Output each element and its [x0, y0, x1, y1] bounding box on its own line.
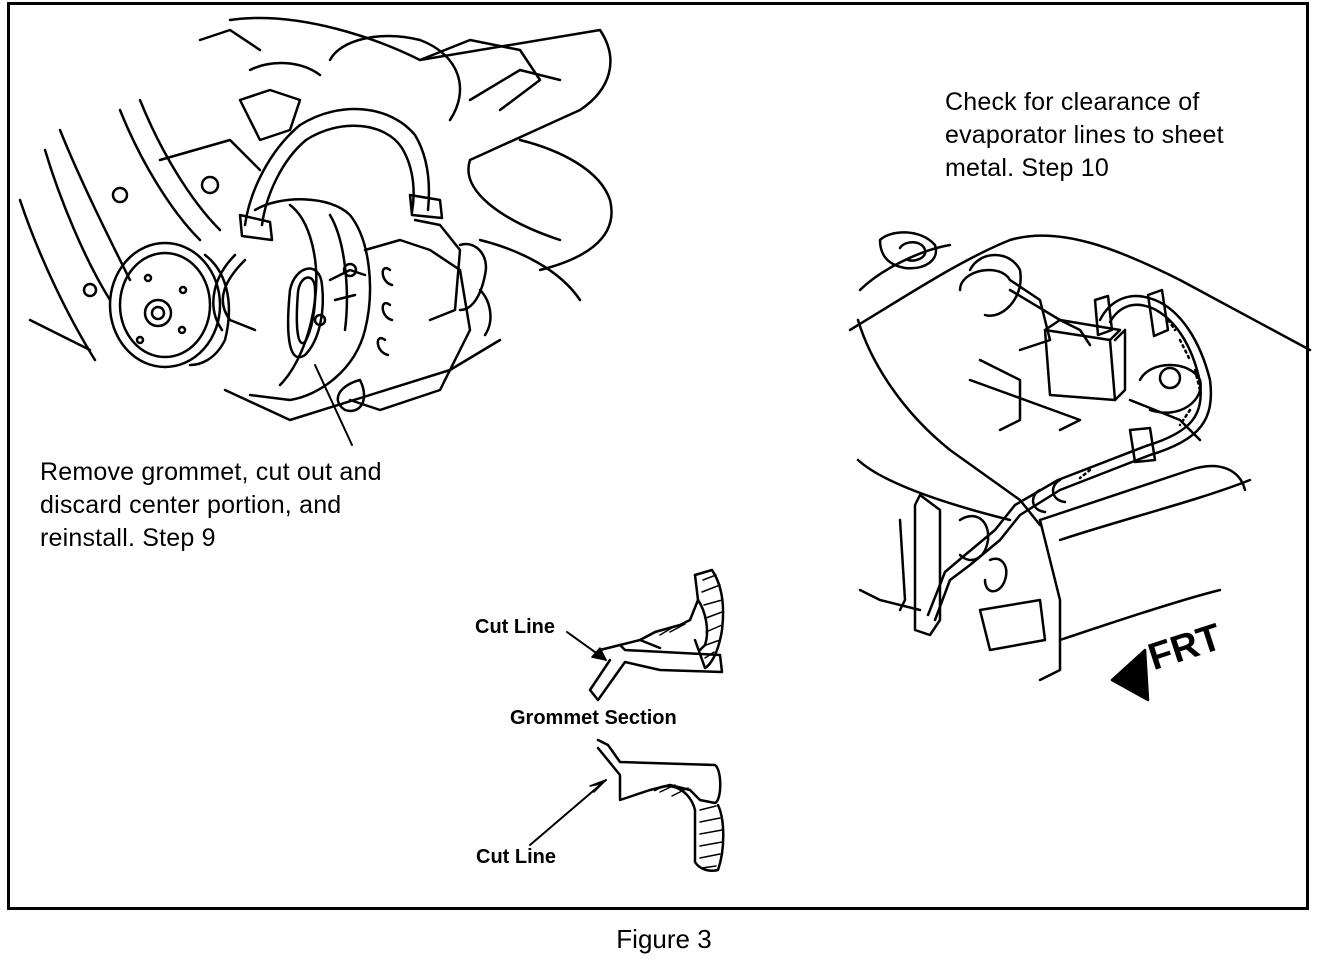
step10-callout: Check for clearance of evaporator lines …: [945, 88, 1224, 182]
step9-callout: Remove grommet, cut out and discard cent…: [40, 458, 382, 552]
cut-line-bottom-label: Cut Line: [476, 846, 556, 868]
compressor-illustration: [18, 16, 613, 446]
grommet-section-drawing: [529, 568, 725, 872]
evaporator-illustration: [848, 231, 1312, 702]
cut-line-top-label: Cut Line: [475, 616, 555, 638]
figure-frame: [7, 2, 1309, 910]
grommet-section-label: Grommet Section: [510, 707, 677, 729]
figure-caption: Figure 3: [616, 924, 712, 954]
